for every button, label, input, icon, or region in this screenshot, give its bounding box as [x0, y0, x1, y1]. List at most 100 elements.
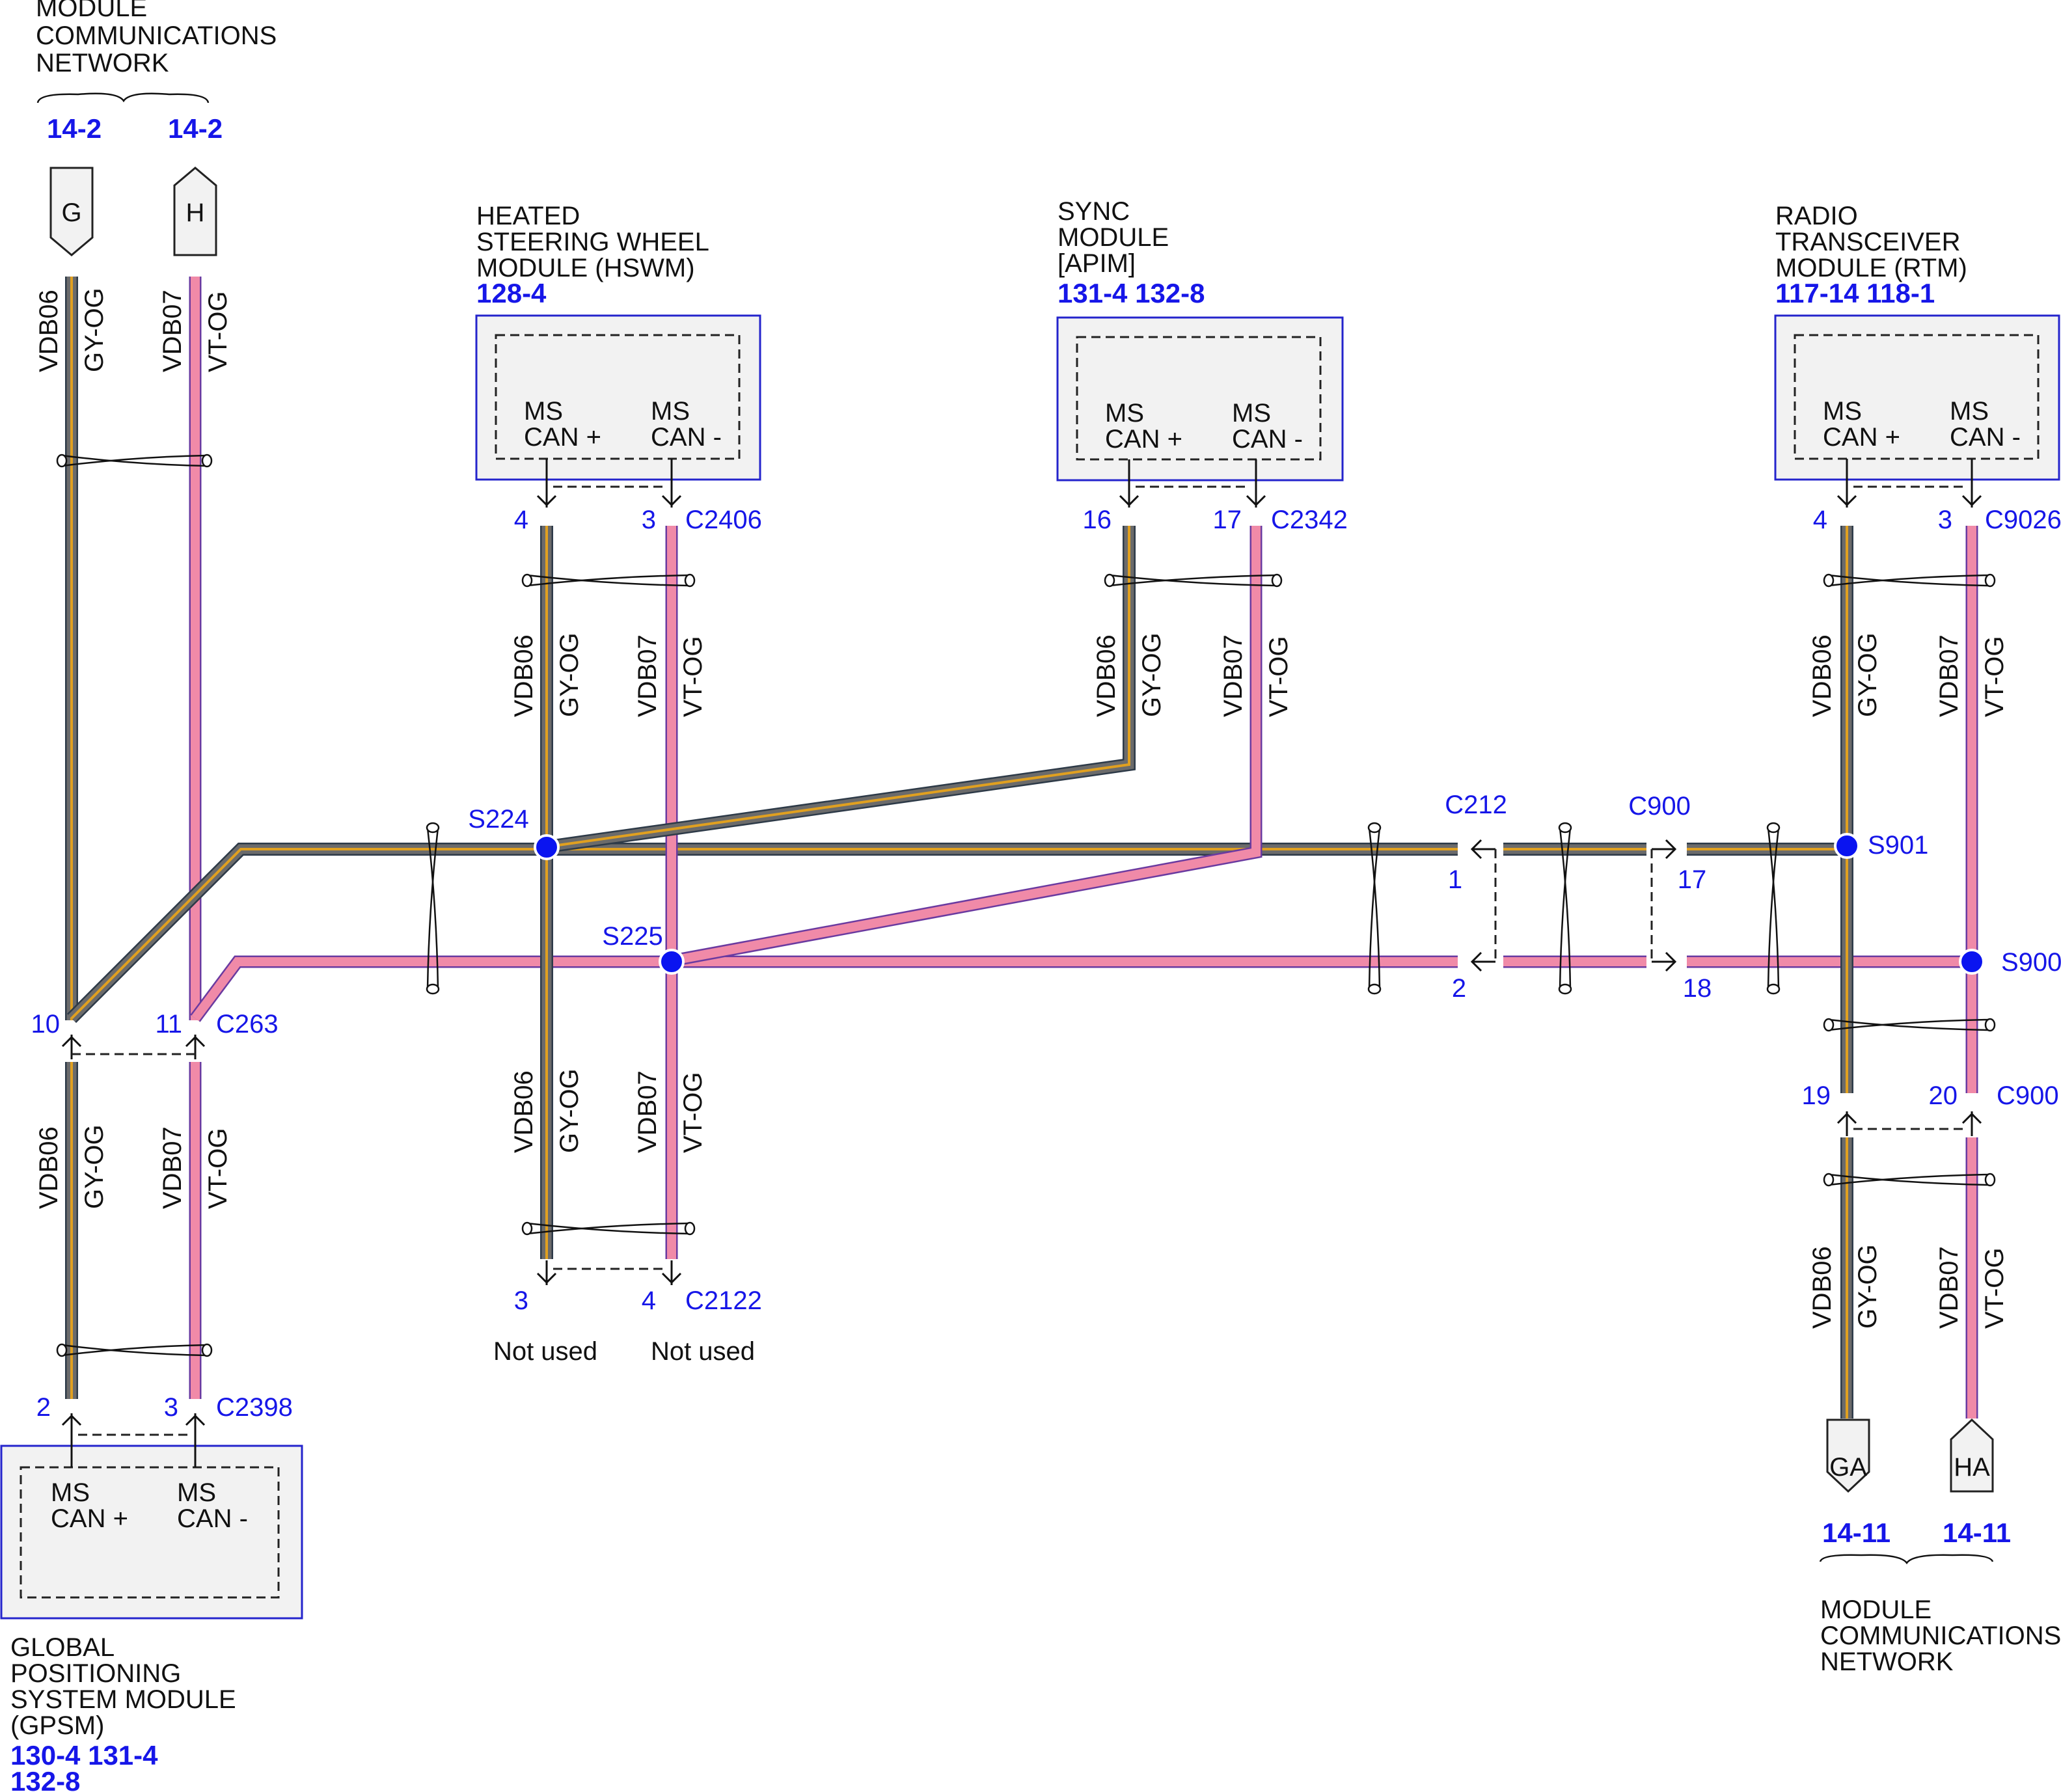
- wire-label-gyog-apim: GY-OG: [1138, 632, 1166, 717]
- wire-label-gyog-c2122: GY-OG: [555, 1068, 584, 1153]
- twist-hswm-top: [521, 573, 696, 588]
- network-bottom-brace: [1819, 1554, 1994, 1565]
- wire-label-vdb06-gpsm: VDB06: [34, 1126, 63, 1209]
- twist-hswm-top-a: [526, 574, 690, 587]
- apim-pin-plus-line2: CAN +: [1105, 425, 1182, 454]
- apim-pin-plus-line1: MS: [1105, 399, 1144, 428]
- c263-name[interactable]: C263: [216, 1010, 279, 1039]
- module-hswm[interactable]: HEATED STEERING WHEEL MODULE (HSWM) 128-…: [475, 202, 762, 534]
- wire-label-vtog-top: VT-OG: [204, 292, 232, 372]
- apim-internal-boundary: [1076, 336, 1322, 461]
- wire-vdb06-main-body: [68, 844, 1458, 1022]
- gpsm-connector[interactable]: C2398: [216, 1393, 293, 1422]
- network-top-ref-g[interactable]: 14-2: [47, 113, 102, 144]
- module-gpsm[interactable]: 2 3 C2398 MS CAN + MS CAN - GLOBAL POSIT…: [0, 1393, 303, 1792]
- twist-rtm-mid-a: [1828, 1018, 1991, 1031]
- c2398-pin3-terminal-head: [185, 1414, 206, 1426]
- network-top-title-line3: NETWORK: [36, 49, 169, 77]
- network-bottom-ref-ha[interactable]: 14-11: [1943, 1517, 2011, 1548]
- wire-label-gyog-gpsm: GY-OG: [80, 1124, 109, 1209]
- hswm-box: [475, 314, 761, 481]
- twist-apim-b: [1109, 574, 1277, 587]
- connector-ga-shape: [1826, 1419, 1870, 1493]
- rtm-pin-b: 3: [1938, 506, 1952, 534]
- c900-pin19-terminal: [1836, 1111, 1857, 1136]
- c212-name[interactable]: C212: [1445, 791, 1507, 819]
- hswm-connector[interactable]: C2406: [685, 506, 762, 534]
- hswm-pin-plus-line1: MS: [524, 397, 563, 426]
- twist-top-left-a: [61, 454, 208, 467]
- twist-rtm-top: [1823, 573, 1996, 588]
- wire-label-vdb07-c2122: VDB07: [633, 1070, 662, 1153]
- splice-s901-label[interactable]: S901: [1868, 831, 1928, 860]
- twist-top-left-end-a: [56, 454, 68, 468]
- network-bottom-ref-ga[interactable]: 14-11: [1822, 1517, 1890, 1548]
- twist-top-left: [56, 454, 213, 468]
- rtm-pin-minus-line2: CAN -: [1950, 423, 2021, 452]
- c900-upper-pin-a: 17: [1678, 865, 1707, 894]
- apim-pin-minus-line1: MS: [1232, 399, 1271, 428]
- hswm-pin-a: 4: [514, 506, 528, 534]
- splice-s224-dot: [534, 834, 560, 860]
- c263-pin-b: 11: [155, 1010, 182, 1039]
- twist-main-left: [426, 822, 440, 995]
- twist-rtm-mid-end-b: [1984, 1018, 1996, 1032]
- splice-s224-label[interactable]: S224: [468, 805, 528, 834]
- gpsm-ref-line2[interactable]: 132-8: [10, 1766, 80, 1792]
- rtm-ref[interactable]: 117-14 118-1: [1775, 278, 1935, 308]
- wire-label-vdb06-apim: VDB06: [1092, 634, 1121, 717]
- rtm-name-line2: TRANSCEIVER: [1775, 228, 1961, 256]
- splice-s225-label[interactable]: S225: [602, 922, 662, 951]
- wires-layer: [65, 277, 1978, 1419]
- overlay-layer: [56, 454, 1996, 1467]
- connector-h-shape: [173, 167, 217, 256]
- twist-main-between-end-b: [1558, 983, 1572, 995]
- wire-vdb07-main: [190, 955, 1458, 1022]
- c900-pin17-terminal: [1652, 839, 1677, 860]
- apim-pin-b: 17: [1213, 506, 1242, 534]
- hswm-name-line1: HEATED: [476, 202, 580, 230]
- wire-label-vtog-apim: VT-OG: [1264, 636, 1293, 717]
- network-bottom-title-line2: COMMUNICATIONS: [1820, 1622, 2061, 1650]
- wire-vdb07-apim: [676, 526, 1263, 966]
- twist-gpsm-b: [61, 1344, 208, 1357]
- rtm-connector[interactable]: C9026: [1985, 506, 2061, 534]
- splice-s900-label[interactable]: S900: [2001, 948, 2061, 977]
- twist-main-right-b: [1767, 827, 1780, 990]
- c900-pin19-terminal-head: [1836, 1112, 1857, 1124]
- module-apim[interactable]: SYNC MODULE [APIM] 131-4 132-8 MS CAN + …: [1056, 197, 1348, 534]
- rtm-name-line3: MODULE (RTM): [1775, 254, 1967, 282]
- twist-rtm-top-end-a: [1823, 573, 1835, 588]
- twist-main-right-end-a: [1766, 822, 1781, 834]
- twist-main-between-end-a: [1558, 822, 1572, 834]
- wire-label-vdb07-top: VDB07: [158, 290, 187, 372]
- c2122-name[interactable]: C2122: [685, 1286, 762, 1315]
- gpsm-name-line2: POSITIONING: [10, 1659, 181, 1688]
- twist-main-c212: [1367, 822, 1382, 995]
- hswm-ref[interactable]: 128-4: [476, 278, 547, 308]
- twist-top-left-end-b: [201, 454, 213, 468]
- twist-rtm-bottom-end-b: [1984, 1173, 1996, 1187]
- apim-ref[interactable]: 131-4 132-8: [1058, 278, 1205, 308]
- twist-main-left-b: [426, 827, 439, 990]
- network-top-ref-h[interactable]: 14-2: [168, 113, 223, 144]
- rtm-pin-plus-line2: CAN +: [1823, 423, 1900, 452]
- c900-upper-name[interactable]: C900: [1628, 792, 1691, 821]
- network-top-title-line2: COMMUNICATIONS: [36, 21, 277, 50]
- c2122-pin-a: 3: [514, 1286, 528, 1315]
- c900-lower-name[interactable]: C900: [1997, 1081, 2059, 1110]
- c263-pin11-terminal: [185, 1035, 206, 1059]
- c2122-pin3-terminal: [536, 1260, 557, 1285]
- module-rtm[interactable]: RADIO TRANSCEIVER MODULE (RTM) 117-14 11…: [1774, 202, 2061, 534]
- twist-rtm-mid: [1823, 1018, 1996, 1032]
- wire-label-vtog-rtm: VT-OG: [1980, 636, 2009, 717]
- rtm-internal-boundary: [1794, 334, 2040, 460]
- gpsm-ref-line1[interactable]: 130-4 131-4: [10, 1740, 158, 1771]
- c2122-note-a: Not used: [493, 1337, 597, 1366]
- apim-connector[interactable]: C2342: [1271, 506, 1348, 534]
- c212-pin-b: 2: [1452, 974, 1466, 1003]
- wire-vdb07-main-edge: [190, 955, 1458, 1022]
- wire-label-vdb06-hswm: VDB06: [510, 634, 538, 717]
- wire-label-vtog-c2122: VT-OG: [679, 1072, 707, 1153]
